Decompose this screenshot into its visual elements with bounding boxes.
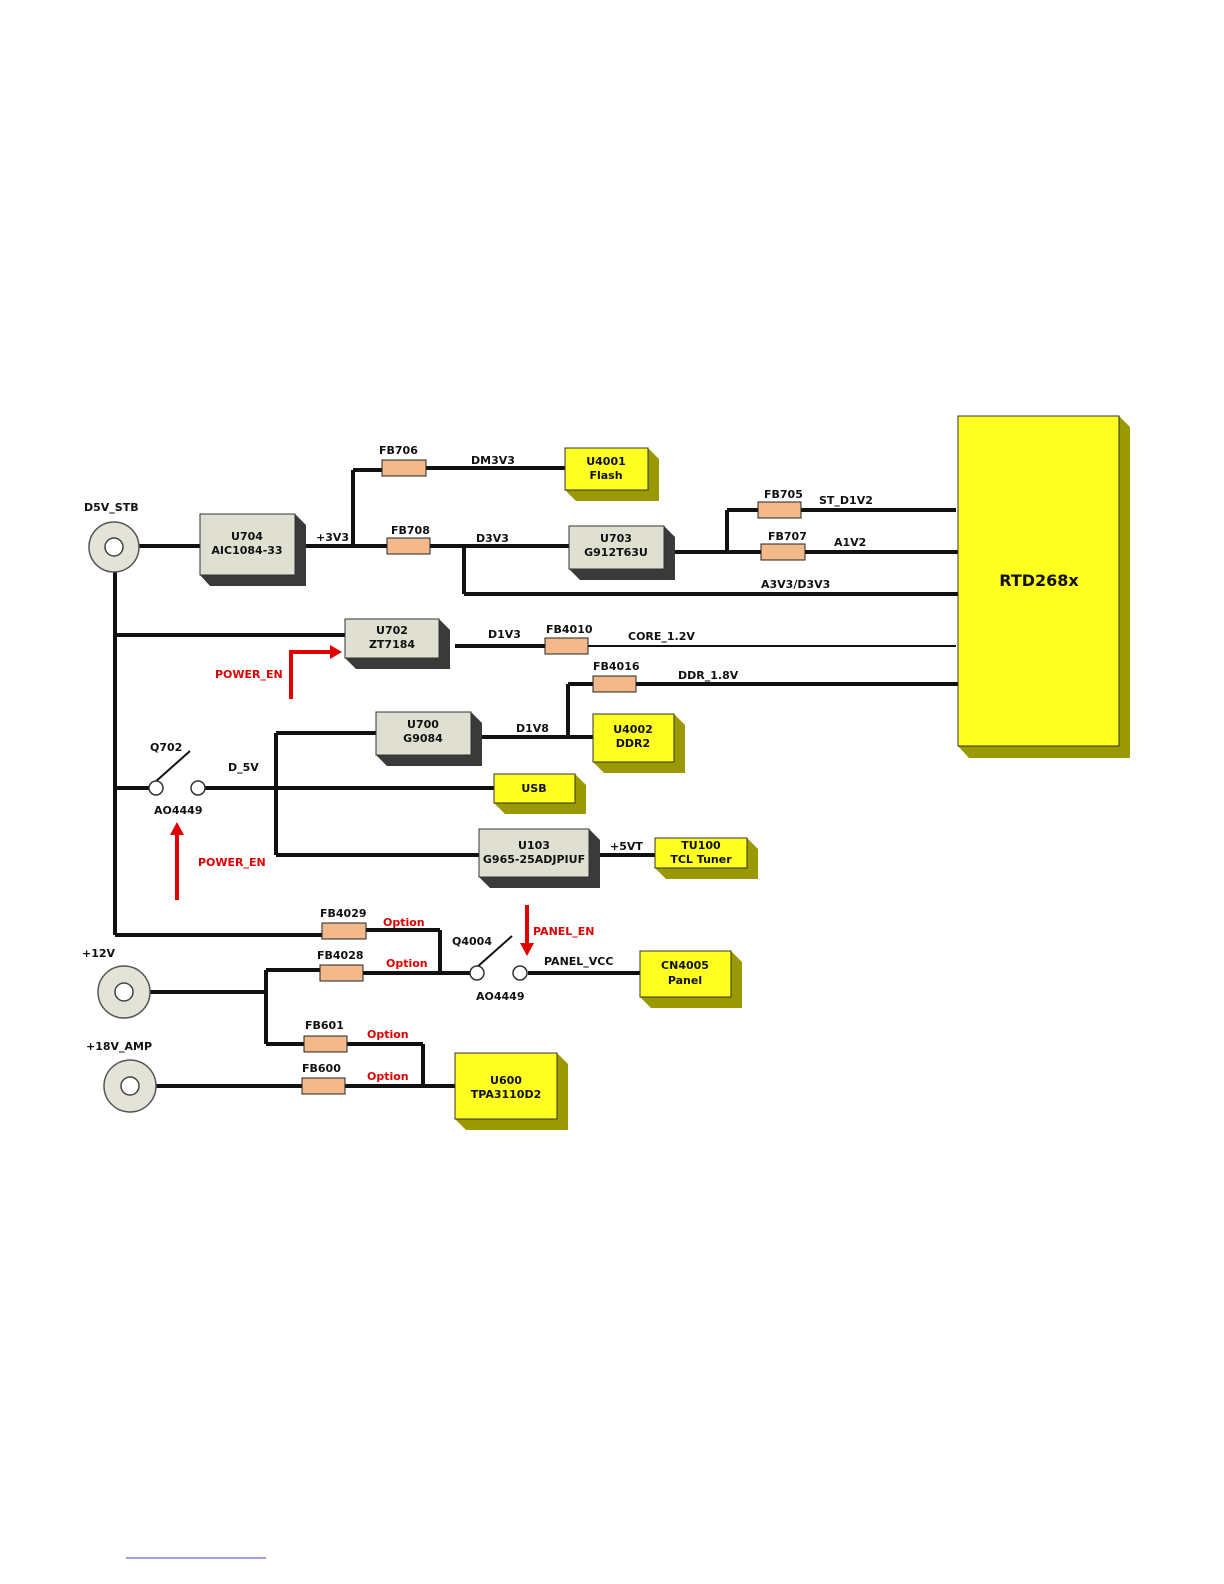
chip-part: G9084 — [403, 732, 443, 745]
chip-cn4005: CN4005 Panel — [639, 950, 742, 1008]
ferrite-label: FB4010 — [546, 623, 593, 636]
option-label: Option — [367, 1070, 409, 1083]
option-label: Option — [367, 1028, 409, 1041]
terminal-18v-amp: +18V_AMP — [86, 1040, 157, 1113]
chip-u704: U704 AIC1084-33 — [199, 513, 306, 586]
net-label: PANEL_VCC — [544, 955, 613, 968]
ferrite-fb705: FB705 — [757, 488, 803, 519]
terminal-12v: +12V — [82, 947, 151, 1019]
chip-ref: U700 — [407, 718, 439, 731]
ferrite-fb601: FB601 — [303, 1019, 348, 1053]
chip-part: Panel — [668, 974, 702, 987]
chip-ref: RTD268x — [999, 571, 1079, 590]
chip-part: ZT7184 — [369, 638, 415, 651]
chip-ref: U103 — [518, 839, 550, 852]
ferrite-fb4029: FB4029 — [320, 907, 367, 940]
ferrite-label: FB4028 — [317, 949, 364, 962]
chip-ref: U4002 — [613, 723, 653, 736]
signal-label: POWER_EN — [198, 856, 266, 869]
ferrite-label: FB707 — [768, 530, 807, 543]
chip-usb: USB — [493, 773, 586, 814]
chip-u4002: U4002 DDR2 — [592, 713, 685, 773]
ferrite-fb708: FB708 — [386, 524, 431, 555]
ferrite-label: FB4016 — [593, 660, 640, 673]
chip-tu100: TU100 TCL Tuner — [654, 837, 758, 879]
power-en-arrow-1: POWER_EN — [215, 645, 342, 699]
power-en-arrow-2: POWER_EN — [170, 822, 266, 900]
chip-part: Flash — [589, 469, 622, 482]
chip-part: TCL Tuner — [670, 853, 732, 866]
chip-part: G912T63U — [584, 546, 648, 559]
chip-ref: TU100 — [681, 839, 721, 852]
net-label: CORE_1.2V — [628, 630, 695, 643]
panel-en-arrow: PANEL_EN — [520, 905, 595, 956]
ferrite-label: FB705 — [764, 488, 803, 501]
net-label: D1V3 — [488, 628, 521, 641]
switch-part: AO4449 — [476, 990, 524, 1003]
ferrite-label: FB600 — [302, 1062, 341, 1075]
switch-ref: Q4004 — [452, 935, 492, 948]
chip-u700: U700 G9084 — [375, 711, 482, 766]
chip-u4001: U4001 Flash — [564, 447, 659, 501]
net-label: D_5V — [228, 761, 259, 774]
net-label: DDR_1.8V — [678, 669, 739, 682]
signal-label: POWER_EN — [215, 668, 283, 681]
switch-part: AO4449 — [154, 804, 202, 817]
net-label: D3V3 — [476, 532, 509, 545]
chip-u103: U103 G965-25ADJPIUF — [478, 828, 600, 888]
ferrite-fb4028: FB4028 — [317, 949, 364, 982]
chip-rtd268x: RTD268x — [957, 415, 1130, 758]
ferrite-label: FB708 — [391, 524, 430, 537]
ferrite-fb4010: FB4010 — [544, 623, 593, 655]
terminal-label: D5V_STB — [84, 501, 139, 514]
option-labels: Option Option Option Option — [367, 916, 428, 1083]
option-label: Option — [386, 957, 428, 970]
chip-u702: U702 ZT7184 — [344, 618, 450, 669]
chip-ref: U4001 — [586, 455, 626, 468]
signal-label: PANEL_EN — [533, 925, 595, 938]
net-label: DM3V3 — [471, 454, 515, 467]
chip-part: AIC1084-33 — [211, 544, 282, 557]
switch-q702: Q702 AO4449 — [148, 741, 206, 817]
ferrite-fb600: FB600 — [301, 1062, 346, 1095]
chip-u600: U600 TPA3110D2 — [454, 1052, 568, 1130]
chip-ref: U704 — [231, 530, 263, 543]
ferrite-label: FB706 — [379, 444, 418, 457]
chip-u703: U703 G912T63U — [568, 525, 675, 580]
chip-part: DDR2 — [616, 737, 650, 750]
chip-ref: USB — [521, 782, 546, 795]
chip-ref: U702 — [376, 624, 408, 637]
ferrite-label: FB601 — [305, 1019, 344, 1032]
ferrite-fb706: FB706 — [379, 444, 427, 477]
net-label: A3V3/D3V3 — [761, 578, 830, 591]
chip-part: G965-25ADJPIUF — [483, 853, 585, 866]
chip-ref: U703 — [600, 532, 632, 545]
wires — [113, 466, 958, 1088]
net-label: +5VT — [610, 840, 643, 853]
terminal-label: +12V — [82, 947, 116, 960]
net-labels: +3V3 DM3V3 D3V3 ST_D1V2 A1V2 A3V3/D3V3 D… — [228, 454, 873, 968]
net-label: ST_D1V2 — [819, 494, 873, 507]
switch-q4004: Q4004 AO4449 — [452, 935, 528, 1003]
net-label: +3V3 — [316, 531, 349, 544]
ferrite-fb4016: FB4016 — [592, 660, 640, 693]
option-label: Option — [383, 916, 425, 929]
chip-part: TPA3110D2 — [471, 1088, 541, 1101]
terminal-d5v-stb: D5V_STB — [84, 501, 140, 573]
chip-ref: U600 — [490, 1074, 522, 1087]
terminal-label: +18V_AMP — [86, 1040, 152, 1053]
ferrite-fb707: FB707 — [760, 530, 807, 561]
net-label: A1V2 — [834, 536, 866, 549]
net-label: D1V8 — [516, 722, 549, 735]
switch-ref: Q702 — [150, 741, 182, 754]
ferrite-label: FB4029 — [320, 907, 367, 920]
chip-ref: CN4005 — [661, 959, 709, 972]
